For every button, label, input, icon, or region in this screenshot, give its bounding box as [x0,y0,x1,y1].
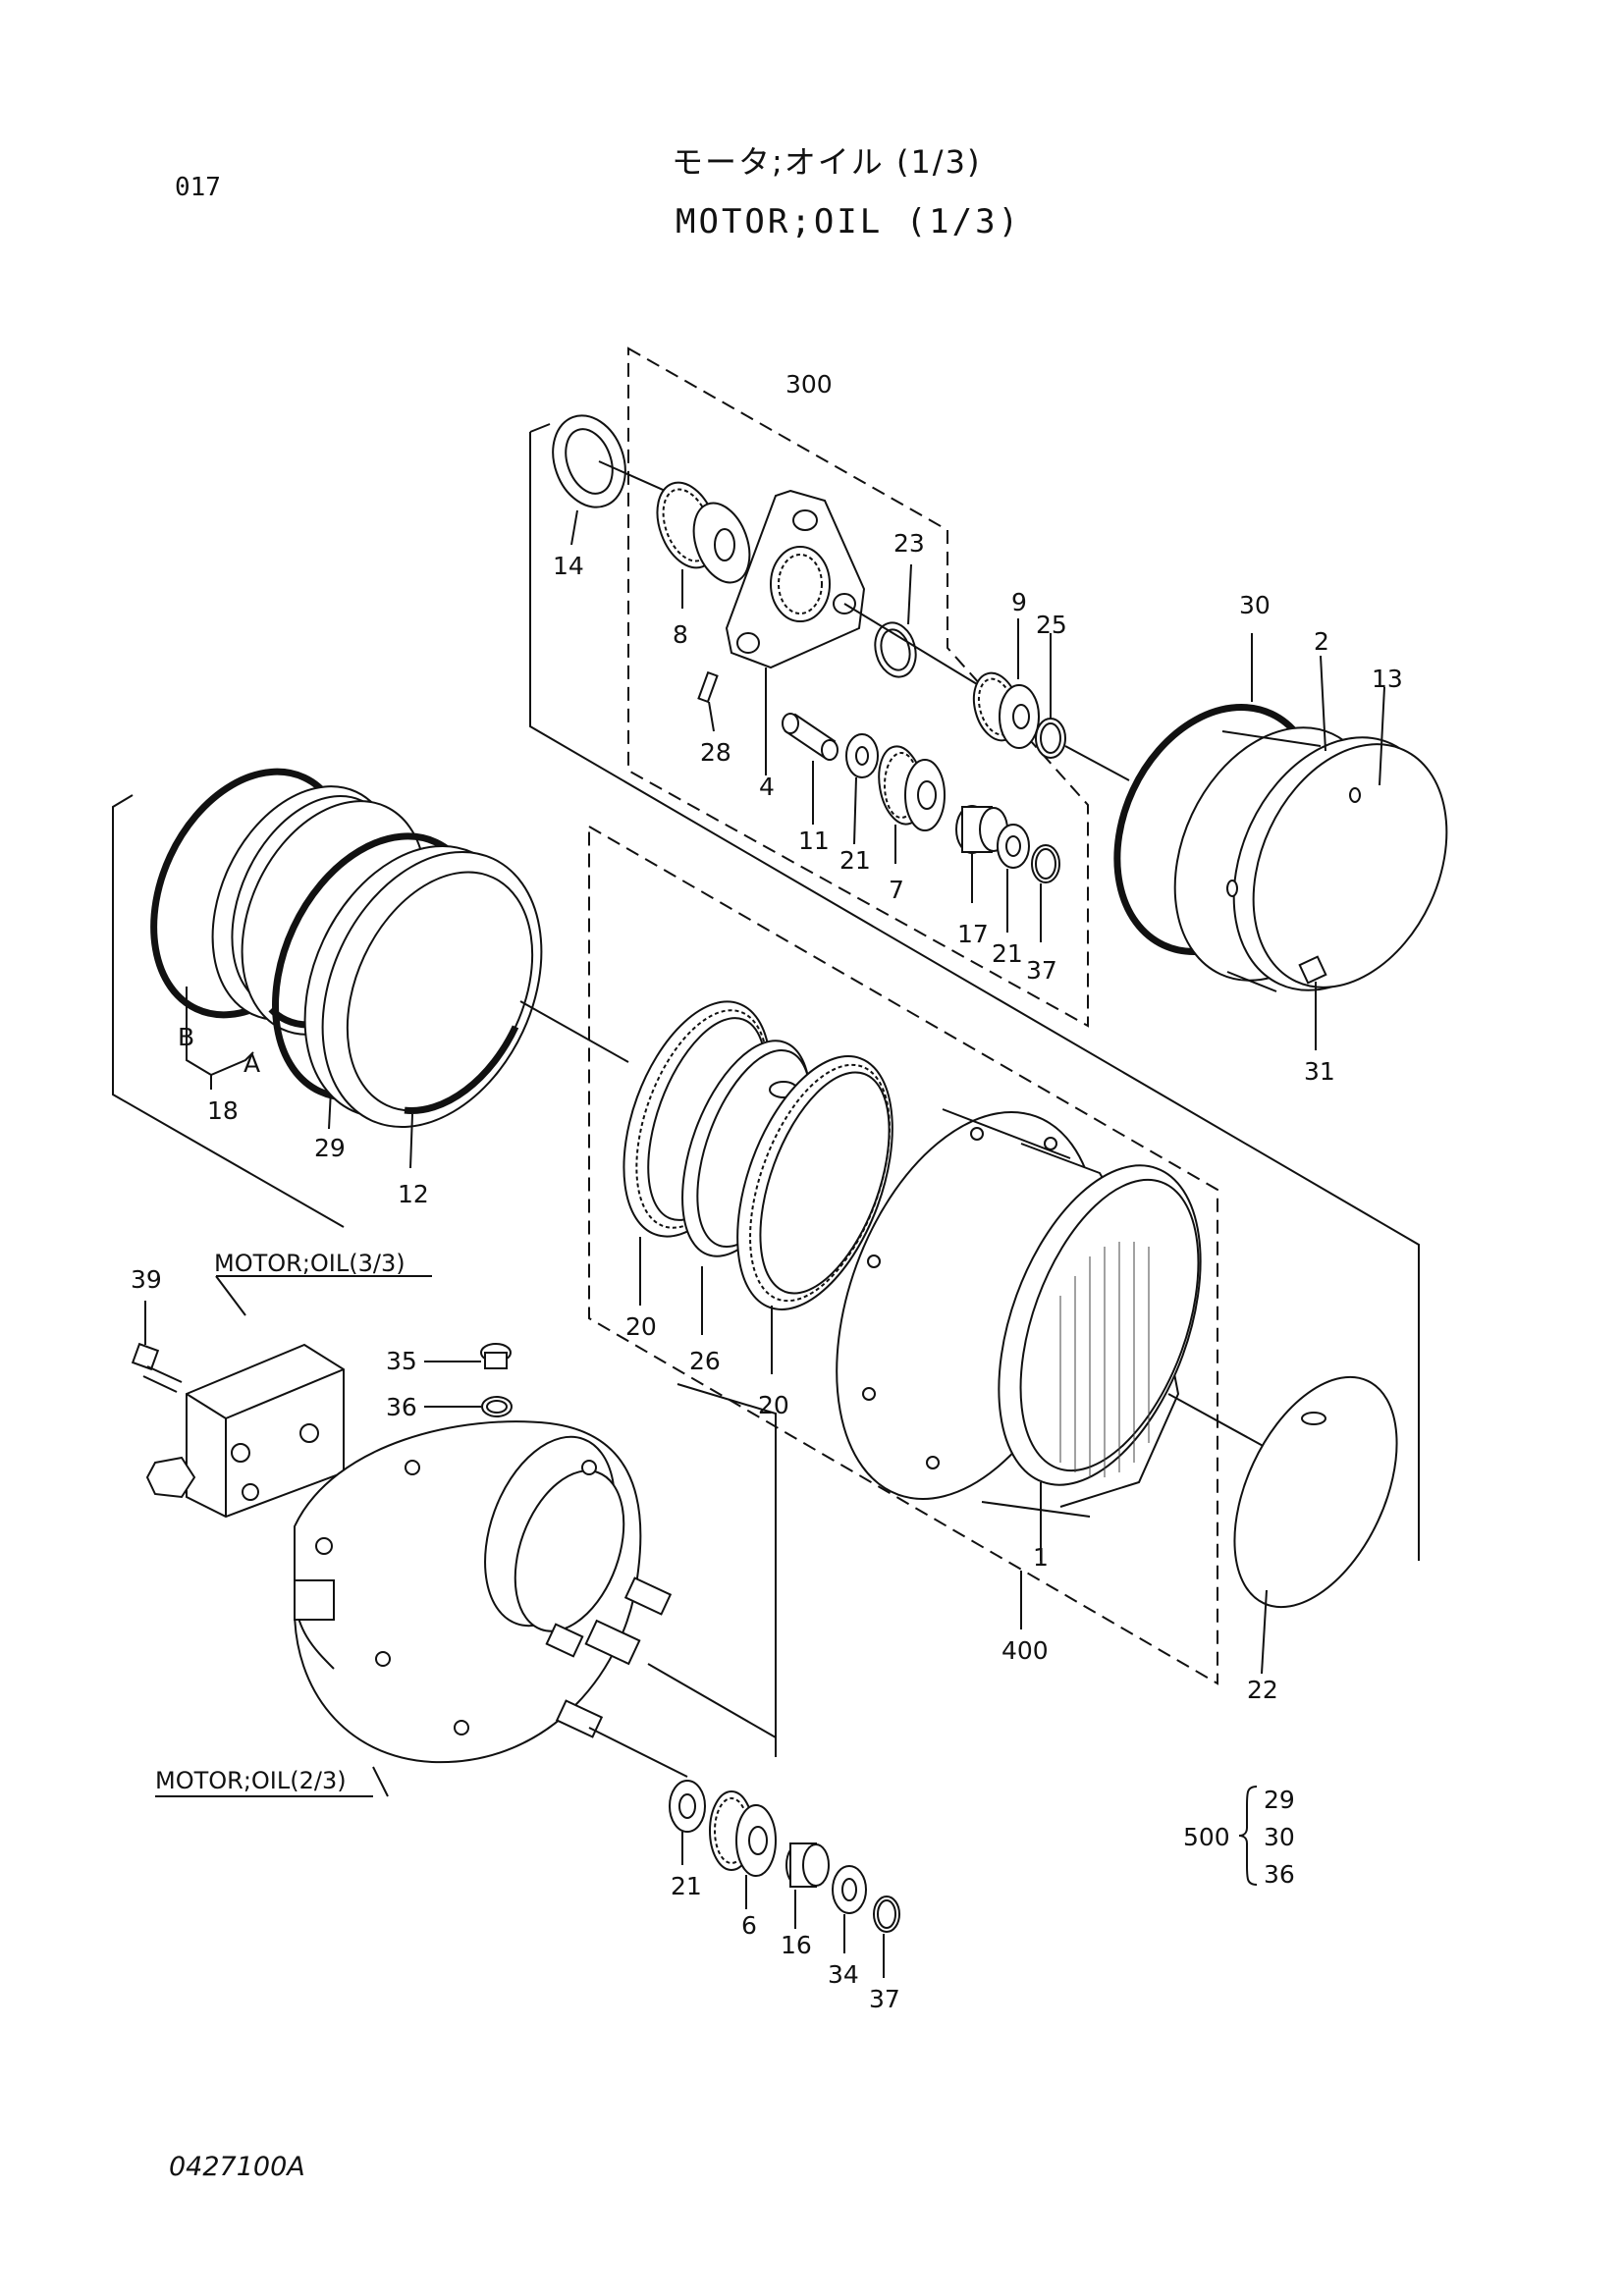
assembly-300-box [627,347,1089,1028]
callout-12: 12 [398,1180,429,1208]
reference-motor-oil-2-3: MOTOR;OIL(2/3) [155,1767,347,1794]
title-japanese: モータ;オイル (1/3) [672,143,982,181]
kit-500-item-29: 29 [1264,1786,1295,1814]
callout-30: 30 [1239,591,1271,619]
valve-block-reference [145,1275,432,1519]
callout-2: 2 [1314,627,1329,656]
part-36-o-ring [424,1396,513,1417]
callout-21-a: 21 [839,846,871,875]
drawing-code: 0427100A [169,2152,305,2182]
callout-39: 39 [131,1265,162,1294]
part-4-carrier-plate [725,489,866,775]
callout-31: 31 [1304,1057,1335,1086]
kit-500-item-36: 36 [1264,1860,1295,1889]
callout-28: 28 [700,738,731,767]
callout-36: 36 [386,1393,417,1421]
part-22-snap-ring [1233,1375,1398,1675]
part-12-seal-ring [303,844,543,1169]
part-31-plug [1298,955,1327,1050]
part-39-bolt [131,1301,183,1393]
callout-A: A [243,1049,260,1078]
part-17-needle-bearing [955,805,1008,903]
callout-300: 300 [785,370,833,399]
outline-left [112,794,345,1228]
part-21-washer-b [997,824,1030,933]
part-28-pin [697,670,719,732]
kit-500-label: 500 [1183,1823,1230,1851]
motor-body-reference [294,1420,673,1797]
page-number: 017 [175,173,221,202]
part-8-gear [656,481,751,609]
outline-lower [676,1383,777,1757]
callout-1: 1 [1033,1543,1049,1572]
callout-B: B [178,1023,194,1051]
callout-17: 17 [957,920,989,948]
callout-34: 34 [828,1960,859,1989]
part-16-needle-bearing [785,1842,830,1929]
callout-37-b: 37 [869,1985,900,2013]
callout-6: 6 [741,1911,757,1940]
part-6-gear [709,1790,777,1909]
part-21-washer-a [845,733,879,845]
outline-upper [529,432,1420,1561]
callout-8: 8 [673,620,688,649]
callout-20-a: 20 [625,1312,657,1341]
callout-21-b: 21 [992,939,1023,968]
callout-21-c: 21 [671,1872,702,1900]
callout-13: 13 [1372,665,1403,693]
part-21-washer-c [669,1780,706,1865]
callout-26: 26 [689,1347,721,1375]
part-1-hub [836,1108,1268,1629]
callout-20-b: 20 [758,1391,789,1419]
part-37-snap-ring-a [1031,844,1060,942]
callout-9: 9 [1011,588,1027,616]
callout-16: 16 [781,1931,812,1959]
callout-11: 11 [798,827,830,855]
callout-25: 25 [1036,611,1067,639]
callout-7: 7 [889,876,904,904]
callout-4: 4 [759,773,775,801]
callout-22: 22 [1247,1676,1278,1704]
part-35-plug [424,1343,512,1369]
part-34-washer [832,1865,867,1953]
part-14-ring [552,414,626,546]
callout-29: 29 [314,1134,346,1162]
assembly-400-box [588,825,1218,1685]
part-37-snap-ring-b [873,1896,900,1978]
callout-35: 35 [386,1347,417,1375]
reference-motor-oil-3-3: MOTOR;OIL(3/3) [214,1250,406,1277]
part-25-snap-ring [1035,633,1066,759]
callout-37-a: 37 [1026,956,1057,985]
callout-400: 400 [1001,1636,1049,1665]
outline-upper-top [529,423,551,433]
part-9-gear [972,618,1040,749]
part-11-pin [782,713,839,825]
kit-500-brace [1238,1786,1258,1886]
callout-14: 14 [553,552,584,580]
kit-500-item-30: 30 [1264,1823,1295,1851]
part-13-ring [1252,686,1448,988]
part-7-gear [878,745,946,864]
callout-23: 23 [893,529,925,558]
title-english: MOTOR;OIL (1/3) [676,202,1022,241]
callout-18: 18 [207,1096,239,1125]
part-20-bearing-b [736,1055,893,1374]
